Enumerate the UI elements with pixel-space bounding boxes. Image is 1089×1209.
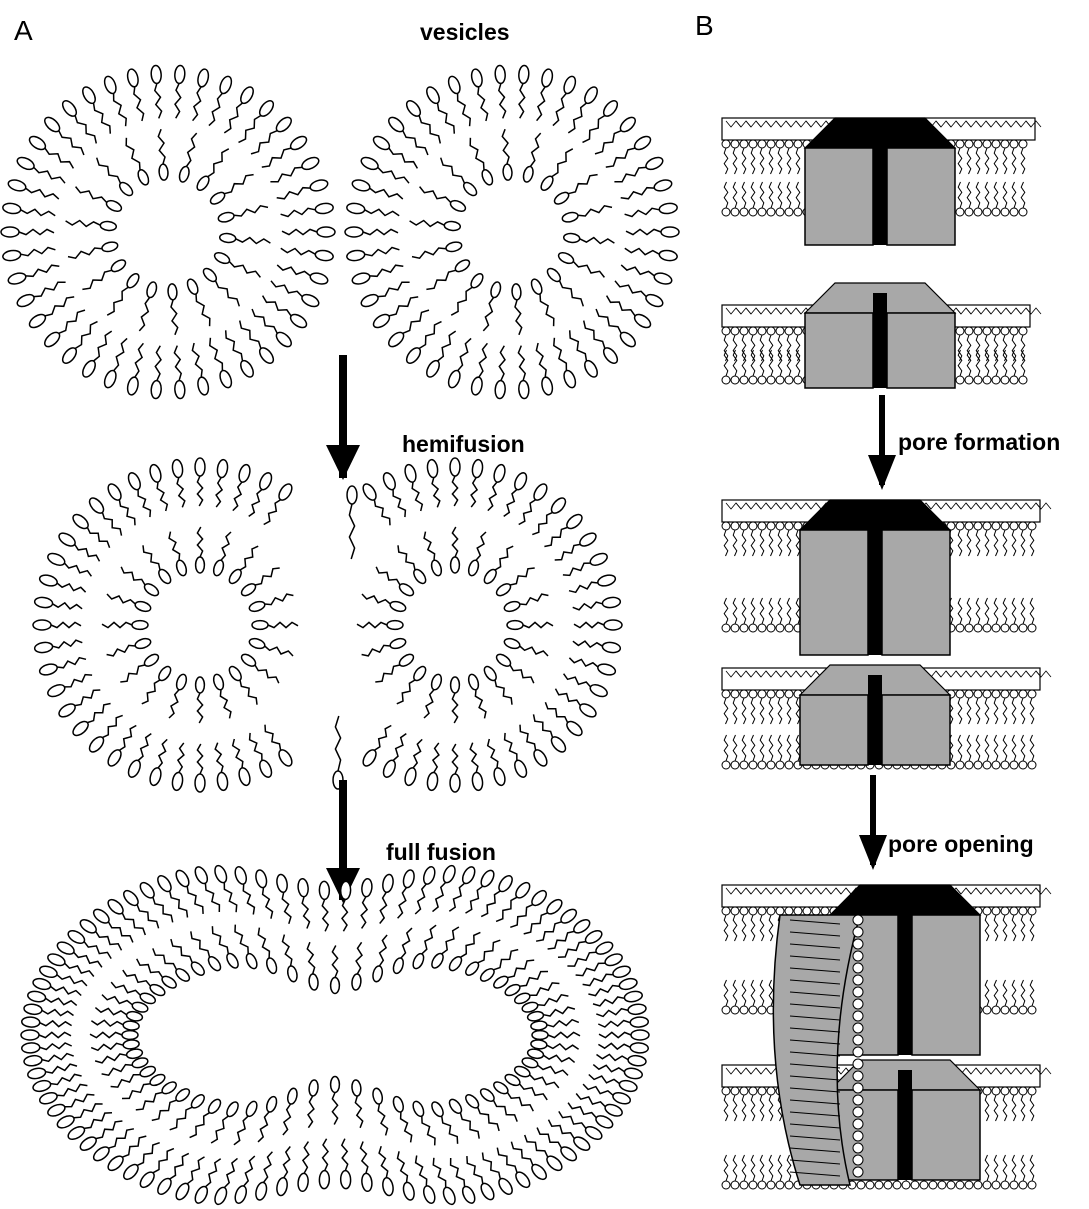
arrow-to-pore-opening-head bbox=[859, 835, 887, 870]
full-fusion-vesicle bbox=[21, 864, 649, 1206]
pore-formation-label: pore formation bbox=[898, 429, 1060, 455]
docked-pore-assembly bbox=[722, 500, 1051, 769]
panel-b-label: B bbox=[695, 10, 714, 41]
vesicle-right bbox=[345, 65, 679, 399]
membrane-with-hemichannel-top bbox=[722, 118, 1041, 245]
pore-opening-label: pore opening bbox=[888, 831, 1034, 857]
arrow-to-hemifusion-head bbox=[326, 445, 360, 480]
hemifusion-vesicles bbox=[33, 458, 622, 792]
vesicles-label: vesicles bbox=[420, 19, 510, 45]
panel-a-label: A bbox=[14, 15, 33, 46]
arrow-to-pore-formation-head bbox=[868, 455, 896, 490]
vesicle-left bbox=[1, 65, 335, 399]
full-fusion-label: full fusion bbox=[386, 839, 496, 865]
open-fusion-pore-assembly bbox=[722, 885, 1051, 1189]
membrane-with-hemichannel-bottom bbox=[722, 283, 1041, 388]
hemifusion-label: hemifusion bbox=[402, 431, 525, 457]
